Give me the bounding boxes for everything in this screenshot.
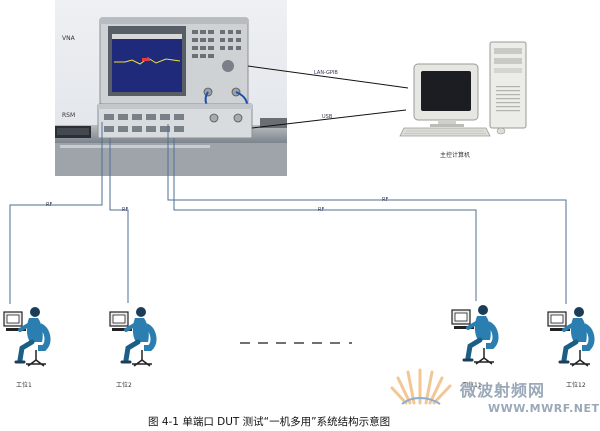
host-computer-label: 主控计算机 [440, 152, 471, 159]
vna-screen [112, 34, 182, 92]
rsm-label: RSM [62, 112, 76, 119]
station-1-label: 工位1 [16, 382, 32, 389]
rf-cables [9, 122, 567, 304]
watermark-text-en: WWW.MWRF.NET [488, 402, 600, 415]
lan-gpib-line [247, 65, 409, 89]
station-2-label: 工位2 [116, 382, 132, 389]
vna-instrument [99, 17, 249, 117]
rf-cable-2 [109, 138, 129, 303]
rf-label-12: RF [382, 197, 389, 203]
station-11-figure [451, 305, 499, 365]
station-12-label: 工位12 [566, 382, 586, 389]
watermark-logo [390, 368, 452, 405]
rsm-switch-module [97, 103, 253, 139]
host-computer [399, 41, 527, 137]
station-12-figure [547, 307, 595, 367]
rf-cable-12 [167, 124, 567, 304]
station-2-figure [109, 307, 157, 367]
rf-cable-1 [9, 122, 103, 304]
station-11-label: 工位11 [462, 382, 482, 389]
watermark-text-cn: 微波射频网 [460, 381, 546, 400]
vna-label: VNA [62, 35, 75, 42]
rf-cable-11 [173, 138, 477, 301]
usb-control-line [251, 109, 407, 129]
rf-label-2: RF [122, 207, 129, 213]
lan-gpib-label: LAN-GPIB [314, 70, 338, 76]
usb-control-label: USB [322, 114, 333, 120]
rf-label-1: RF [46, 202, 53, 208]
control-links [247, 65, 409, 129]
figure-caption: 图 4-1 单端口 DUT 测试“一机多用”系统结构示意图 [148, 416, 391, 428]
rf-label-11: RF [318, 207, 325, 213]
station-1-figure [3, 307, 51, 367]
